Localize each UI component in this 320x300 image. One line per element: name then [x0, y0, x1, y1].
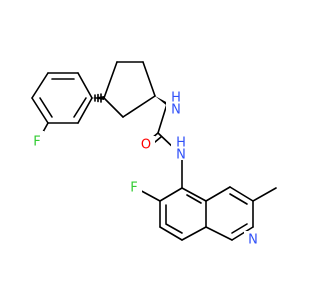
molecule-diagram: F O H N H N F N: [28, 61, 277, 249]
fluorine-atom-top: F: [33, 135, 40, 150]
fluorophenyl-ring: [31, 72, 93, 142]
fluorine-atom-bottom: F: [130, 181, 137, 196]
cyclopentyl-ring: [103, 61, 156, 118]
stereo-bonds: [92, 93, 168, 105]
amine-nitrogen-bottom-n: N: [176, 148, 186, 163]
amine-nitrogen-bottom-h: H: [176, 136, 186, 151]
ring-nitrogen-atom: N: [248, 233, 258, 248]
isoquinoline-ring: [135, 159, 277, 241]
atom-labels: F O H N H N F N: [28, 91, 262, 249]
amine-nitrogen-top-n: N: [171, 103, 181, 118]
amine-nitrogen-top-h: H: [171, 91, 181, 106]
molecule-structure: F O H N H N F N: [28, 61, 277, 249]
oxygen-atom: O: [141, 138, 151, 153]
